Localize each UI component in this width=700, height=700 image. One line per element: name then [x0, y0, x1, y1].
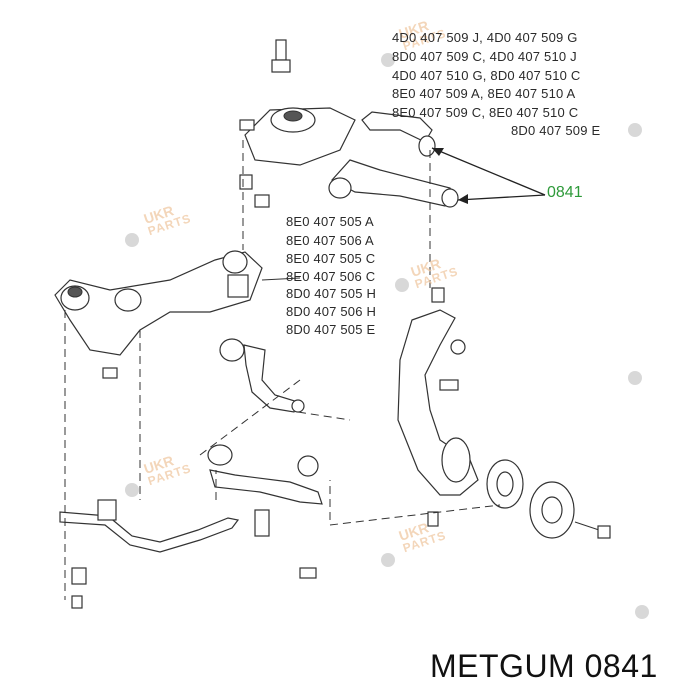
callout-label: 0841	[547, 184, 583, 201]
caption-part-number: 0841	[584, 648, 658, 684]
upper-strut-mount	[239, 39, 356, 208]
assembly-guide-lines	[64, 140, 501, 600]
lower-control-arm	[219, 338, 305, 413]
part-number-label: 8E0 407 506 A	[286, 233, 374, 248]
part-number-label: 8D0 407 505 H	[286, 286, 377, 301]
wheel-hub	[486, 459, 611, 539]
subframe	[54, 250, 301, 379]
part-number-label: 4D0 407 510 G, 8D0 407 510 C	[392, 68, 581, 83]
callout-pointers	[431, 147, 546, 204]
part-number-label: 8D0 407 509 C, 4D0 407 510 J	[392, 49, 577, 64]
watermark-gears	[125, 53, 649, 619]
stabilizer-bar	[59, 499, 317, 609]
part-number-label: 8E0 407 505 C	[286, 251, 376, 266]
part-number-label: 8E0 407 509 A, 8E0 407 510 A	[392, 86, 576, 101]
product-caption: METGUM 0841	[430, 648, 658, 685]
part-number-label: 8E0 407 505 A	[286, 214, 374, 229]
upper-control-arm-front	[328, 159, 459, 208]
part-number-label: 8E0 407 506 C	[286, 269, 376, 284]
brand-name: METGUM	[430, 648, 576, 684]
upper-control-arm-rear	[361, 111, 436, 157]
part-number-label: 8D0 407 509 E	[511, 123, 601, 138]
lower-track-arm	[207, 444, 323, 537]
part-number-label: 8D0 407 505 E	[286, 322, 376, 337]
part-number-label: 8D0 407 506 H	[286, 304, 377, 319]
steering-knuckle	[397, 287, 479, 527]
part-number-label: 4D0 407 509 J, 4D0 407 509 G	[392, 30, 578, 45]
part-number-label: 8E0 407 509 C, 8E0 407 510 C	[392, 105, 579, 120]
